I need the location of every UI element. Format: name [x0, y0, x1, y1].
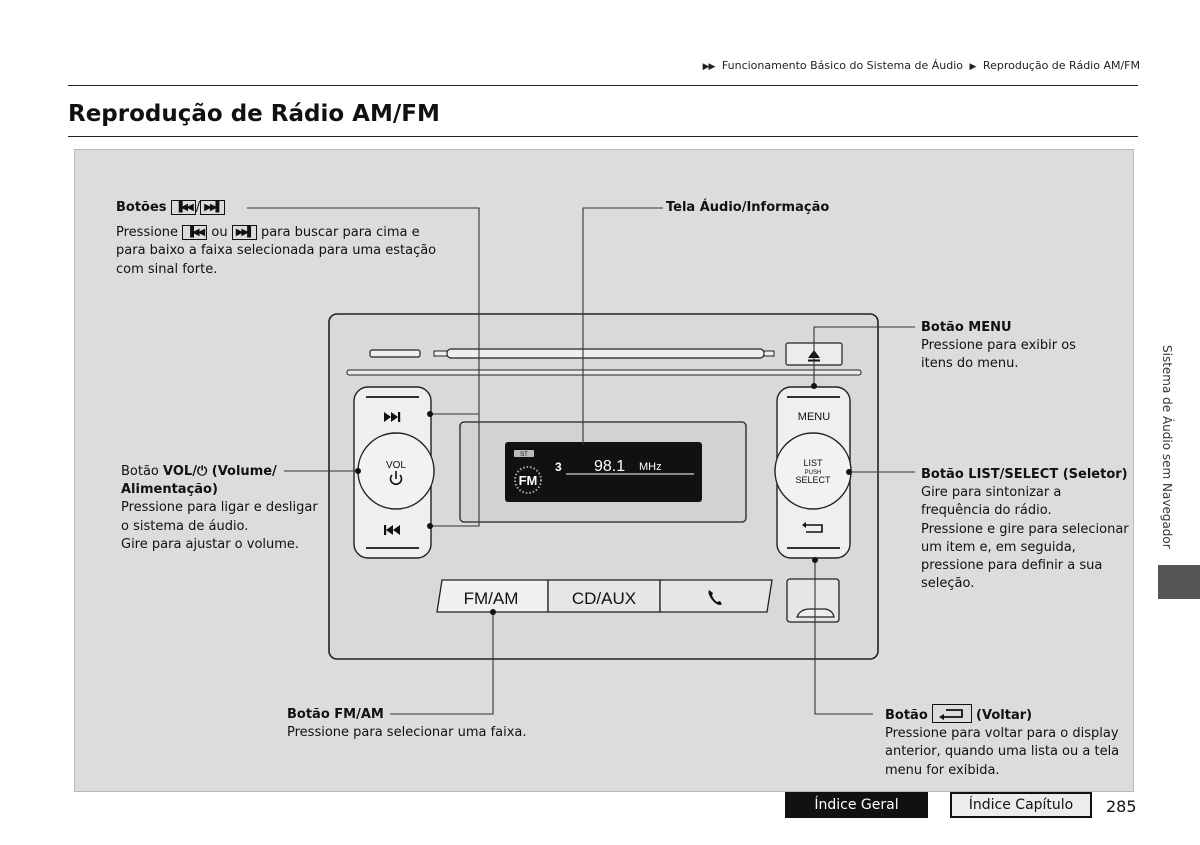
back-arrow-icon [802, 522, 823, 533]
power-icon [389, 471, 403, 486]
skip-back-icon [384, 525, 400, 535]
audio-info-display [505, 442, 702, 502]
header-rule [68, 85, 1138, 86]
svg-text:PUSH: PUSH [805, 470, 822, 476]
svg-text:LIST: LIST [803, 458, 823, 468]
skip-forward-icon: ▶▶▌ [231, 225, 257, 241]
display-callout: Tela Áudio/Informação [666, 200, 830, 215]
slot-indicator [369, 349, 421, 358]
phone-button-shape [659, 579, 773, 613]
breadcrumb-page[interactable]: Reprodução de Rádio AM/FM [982, 59, 1140, 72]
fm-am-button-label: FM/AM [464, 589, 519, 608]
phone-icon [708, 590, 722, 605]
vol-knob-callout: Botão VOL/⏻ (Volume/ Alimentação) Pressi… [121, 464, 318, 552]
chapter-side-label: Sistema de Áudio sem Navegador [1160, 345, 1174, 549]
menu-button-callout: Botão MENU Pressione para exibir os iten… [921, 320, 1076, 372]
breadcrumb: ▶▶ Funcionamento Básico do Sistema de Áu… [703, 59, 1140, 72]
index-general-button[interactable]: Índice Geral [785, 792, 928, 818]
skip-back-icon: ▐◀◀ [182, 225, 208, 241]
skip-back-icon: ▐◀◀ [170, 200, 196, 215]
display-frequency: 98.1 [594, 458, 625, 475]
skip-forward-icon: ▶▶▌ [200, 200, 226, 215]
fm-am-callout: Botão FM/AM Pressione para selecionar um… [287, 707, 527, 741]
title-rule [68, 136, 1138, 137]
breadcrumb-separator-icon: ▶ [969, 62, 977, 72]
breadcrumb-section[interactable]: Funcionamento Básico do Sistema de Áudio [721, 59, 963, 72]
menu-button-label: MENU [798, 411, 830, 423]
cd-aux-button-label: CD/AUX [572, 589, 636, 608]
back-button-callout: Botão (Voltar) Pressione para voltar par… [885, 704, 1119, 780]
back-arrow-icon [931, 704, 972, 723]
double-arrow-icon: ▶▶ [702, 62, 716, 72]
page-number: 285 [1106, 797, 1137, 816]
vol-label: VOL [386, 460, 406, 471]
seek-buttons-callout: Botões ▐◀◀/▶▶▌ Pressione ▐◀◀ ou ▶▶▌ para… [116, 200, 437, 277]
skip-forward-icon [384, 412, 401, 422]
list-select-callout: Botão LIST/SELECT (Seletor) Gire para si… [921, 467, 1129, 592]
chapter-tab-marker[interactable] [1158, 565, 1200, 599]
cd-slot [446, 348, 765, 359]
index-chapter-button[interactable]: Índice Capítulo [950, 792, 1092, 818]
display-unit: MHz [639, 461, 662, 473]
svg-text:SELECT: SELECT [795, 475, 831, 485]
page-title: Reprodução de Rádio AM/FM [68, 101, 440, 127]
cd-aux-button-shape [547, 579, 661, 613]
svg-text:ST: ST [520, 452, 528, 458]
display-preset: 3 [555, 460, 562, 474]
display-band: FM [519, 473, 538, 488]
